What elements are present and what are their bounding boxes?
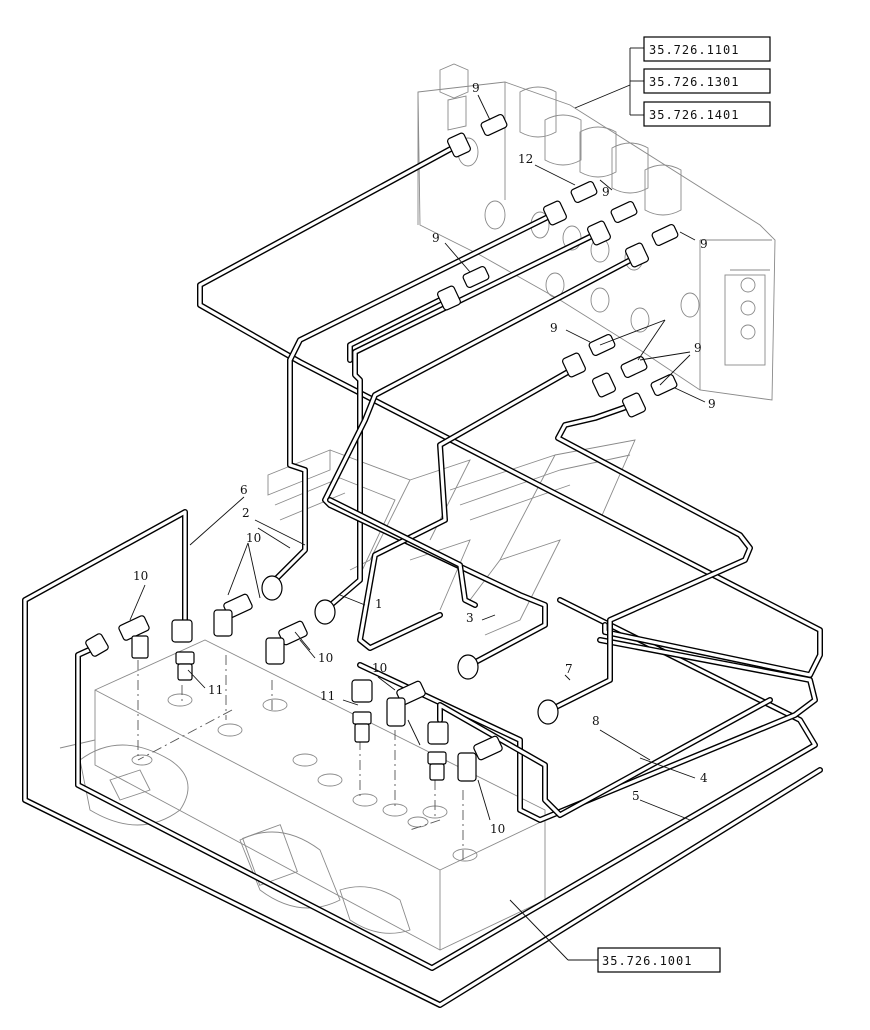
callout-9: 9	[700, 237, 708, 251]
control-valve-ghost	[417, 63, 776, 401]
callout-3: 3	[466, 611, 474, 625]
leader-lines	[129, 47, 706, 961]
nipple-fitting-11	[352, 711, 372, 743]
callout-7: 7	[565, 662, 573, 676]
hose-nut-fitting	[427, 721, 449, 745]
hose-nut-fitting	[543, 200, 567, 226]
callout-10: 10	[246, 531, 261, 545]
callout-11: 11	[208, 683, 223, 697]
hose-nut-fitting	[587, 220, 611, 246]
hose-nut-fitting	[592, 372, 616, 398]
adapter-fitting	[462, 265, 490, 289]
hose-nut-fitting	[562, 352, 586, 378]
elbow-fitting-10	[457, 735, 503, 782]
adapter-fitting	[620, 355, 648, 379]
hose-nut-fitting	[625, 242, 649, 268]
reference-box-35-726-1301: 35.726.1301	[643, 68, 771, 94]
hose-nut-fitting	[447, 132, 471, 158]
elbow-fitting-10	[213, 593, 253, 637]
adapter-fitting	[610, 200, 638, 224]
reference-code: 35.726.1001	[602, 954, 692, 968]
callout-9: 9	[432, 231, 440, 245]
reference-box-35-726-1401: 35.726.1401	[643, 101, 771, 127]
pipe-4	[437, 697, 773, 818]
callout-10: 10	[490, 822, 505, 836]
callout-2: 2	[242, 506, 250, 520]
callout-11: 11	[320, 689, 335, 703]
callout-9: 9	[694, 341, 702, 355]
hose-nut-fitting	[85, 633, 109, 657]
elbow-fitting-10	[118, 615, 150, 659]
callout-10: 10	[318, 651, 333, 665]
adapter-fitting	[651, 223, 679, 247]
pipes	[22, 142, 823, 1008]
pipe-9-upper	[347, 292, 453, 363]
callout-1: 1	[375, 597, 383, 611]
callout-5: 5	[632, 789, 640, 803]
reference-code: 35.726.1101	[649, 43, 739, 57]
callout-6: 6	[240, 483, 248, 497]
elbow-fitting-10	[265, 620, 308, 665]
callout-4: 4	[700, 771, 708, 785]
callout-10: 10	[133, 569, 148, 583]
callout-9: 9	[708, 397, 716, 411]
hose-nut-fitting	[622, 392, 646, 418]
callout-labels: 9 12 9 9 9 9 9 9 6 2 10 10 1 3 10 11 10 …	[133, 81, 716, 836]
hose-nut-fitting	[537, 699, 559, 725]
hose-nut-fitting	[437, 285, 461, 311]
nipple-fitting-11	[175, 651, 195, 681]
reference-code: 35.726.1301	[649, 75, 739, 89]
pipe-2	[267, 209, 561, 588]
adapter-fitting	[588, 333, 616, 357]
adapter-fitting	[480, 113, 508, 137]
callout-10: 10	[372, 661, 387, 675]
adapter-fitting	[650, 373, 678, 397]
hose-nut-fitting	[457, 654, 479, 680]
pipe-top-long	[197, 142, 823, 678]
pipe-5	[75, 597, 818, 971]
reference-box-35-726-1101: 35.726.1101	[643, 36, 771, 62]
pipe-3	[322, 252, 643, 668]
callout-12: 12	[518, 152, 533, 166]
elbow-fitting-10	[386, 680, 426, 727]
hose-nut-fitting	[351, 679, 373, 703]
pipe-1	[322, 229, 603, 613]
callout-9: 9	[472, 81, 480, 95]
hose-nut-fitting	[314, 599, 336, 625]
pipe-2-lower	[327, 497, 478, 608]
adapter-fitting	[570, 180, 598, 204]
callout-8: 8	[592, 714, 600, 728]
callout-9: 9	[602, 185, 610, 199]
callout-9: 9	[550, 321, 558, 335]
pipe-inner-loop	[357, 365, 578, 651]
pipe-6	[22, 509, 823, 1008]
fittings	[85, 113, 679, 782]
reference-box-35-726-1001: 35.726.1001	[597, 947, 721, 973]
pipe-7	[547, 402, 753, 713]
nipple-fitting-11	[427, 751, 447, 781]
hose-nut-fitting	[171, 619, 193, 643]
hose-nut-fitting	[261, 575, 283, 601]
reference-code: 35.726.1401	[649, 108, 739, 122]
